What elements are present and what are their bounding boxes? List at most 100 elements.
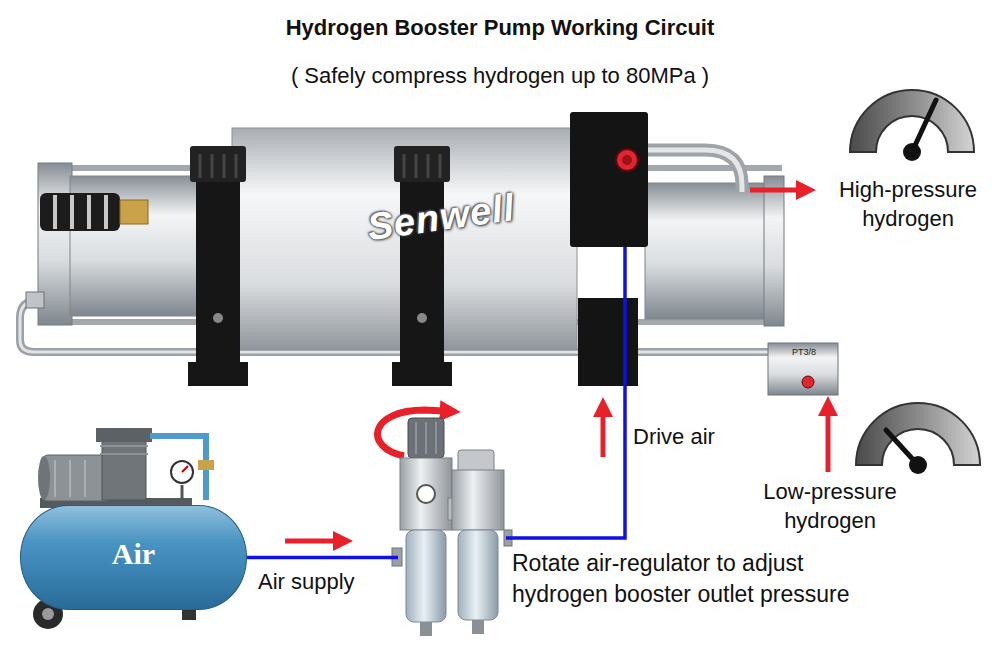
edge-label-holder: Drive air: [633, 423, 715, 452]
subtitle: ( Safely compress hydrogen up to 80MPa ): [0, 62, 1000, 91]
air-compressor-art: [198, 460, 214, 470]
air-regulator-art: [452, 470, 504, 530]
booster-pump-art: [645, 183, 767, 319]
clamp-brackets: [392, 362, 452, 386]
booster-pump-art: [20, 112, 838, 395]
clamp-brackets: [190, 146, 246, 182]
tank-label: Air: [21, 536, 246, 572]
pressure-gauges: [903, 143, 921, 161]
pressure-gauges: [850, 90, 974, 152]
air-compressor-art: [42, 608, 54, 620]
clamp-brackets: [235, 154, 238, 178]
drive-head-block: [623, 247, 627, 387]
instruction-note: Rotate air-regulator to adjust hydrogen …: [512, 548, 872, 610]
air-regulator-art: [417, 485, 435, 503]
air-compressor-art: [100, 445, 148, 447]
flow-arrows: [826, 412, 831, 472]
inlet-label-holder: Low-pressure hydrogen: [745, 478, 915, 535]
drive-head-block: [570, 112, 648, 247]
clamp-brackets: [199, 154, 202, 178]
title-holder: Hydrogen Booster Pump Working Circuit: [0, 14, 1000, 43]
muffler: [120, 200, 148, 224]
inlet-fitting-block: [802, 376, 814, 388]
air-hose: [506, 387, 625, 538]
clamp-brackets: [188, 362, 248, 386]
edge-label-holder: Air supply: [258, 568, 355, 597]
air-regulator-art: [458, 450, 494, 472]
inlet-fitting-block: [768, 343, 838, 395]
clamp-brackets: [417, 313, 427, 323]
subtitle-holder: ( Safely compress hydrogen up to 80MPa ): [0, 62, 1000, 91]
air-hose: [247, 556, 398, 560]
air-supply-line: [247, 541, 398, 558]
air-compressor-art: [182, 466, 188, 472]
clamp-brackets: [415, 154, 418, 178]
air-regulator-art: [408, 418, 444, 458]
flow-arrows: [750, 188, 800, 193]
air-regulator-art: [458, 530, 498, 620]
air-regulator-art: [420, 622, 432, 636]
muffler: [53, 195, 57, 229]
drive-head-block: [570, 112, 648, 387]
clamp-brackets: [211, 154, 214, 178]
drive-head-block: [616, 149, 638, 171]
air-compressor-art: [96, 428, 152, 442]
pressure-gauges: [850, 90, 980, 474]
outlet-label: High-pressure hydrogen: [823, 176, 993, 233]
muffler: [104, 195, 108, 229]
clamp-brackets: [213, 313, 223, 323]
flow-arrow: [285, 539, 337, 544]
clamp-brackets: [403, 154, 406, 178]
air-regulator-art: [400, 458, 452, 530]
air-regulator-art: [406, 530, 446, 622]
muffler: [70, 195, 74, 229]
watermark: Senwell: [365, 186, 518, 249]
inlet-fitting-block: [768, 343, 838, 395]
air-regulator-art: [435, 422, 437, 454]
air-compressor-art: [69, 460, 71, 497]
air-tank: Air: [20, 505, 247, 610]
outlet-pipe: [648, 150, 742, 192]
air-compressor-art: [150, 436, 206, 500]
air-compressor-art: [54, 460, 56, 497]
muffler: [87, 195, 91, 229]
title: Hydrogen Booster Pump Working Circuit: [0, 14, 1000, 43]
pressure-gauges: [909, 456, 927, 474]
clamp-brackets: [394, 146, 450, 182]
booster-pump: Senwell: [15, 112, 775, 387]
clamp-brackets: [427, 154, 430, 178]
edge-label: Air supply: [258, 568, 355, 597]
air-compressor-art: [181, 485, 184, 500]
booster-pump-art: [26, 292, 44, 308]
muffler: [40, 193, 148, 231]
drive-air-line: [506, 387, 625, 538]
air-compressor-art: [102, 440, 146, 500]
flow-arrow: [601, 413, 606, 457]
air-compressor-art: [171, 461, 193, 483]
air-compressor-art: [100, 453, 148, 455]
air-regulator-art: [415, 422, 417, 454]
air-regulator: Rotate air-regulator to adjust hydrogen …: [398, 412, 506, 640]
outlet-label-holder: High-pressure hydrogen: [823, 176, 993, 233]
clamp-brackets: [223, 154, 226, 178]
drive-head-block: [622, 155, 632, 165]
muffler: [40, 193, 120, 231]
booster-pump-art: [764, 176, 784, 326]
air-regulator-art: [392, 418, 512, 636]
air-compressor-art: [38, 456, 50, 500]
port-marking-holder: PT3/8: [776, 347, 832, 358]
outlet-pipe: [648, 150, 742, 192]
inlet-label: Low-pressure hydrogen: [745, 478, 915, 535]
air-compressor-art: [84, 460, 86, 497]
drive-head-block: [578, 298, 638, 386]
pressure-gauges: [856, 403, 980, 465]
clamp-brackets: [188, 146, 452, 386]
air-regulator-art: [425, 422, 427, 454]
port-marking: PT3/8: [776, 347, 832, 358]
outlet-pipe: [648, 150, 742, 192]
clamp-brackets: [439, 154, 442, 178]
edge-label: Drive air: [633, 423, 715, 452]
air-regulator-art: [472, 620, 484, 634]
